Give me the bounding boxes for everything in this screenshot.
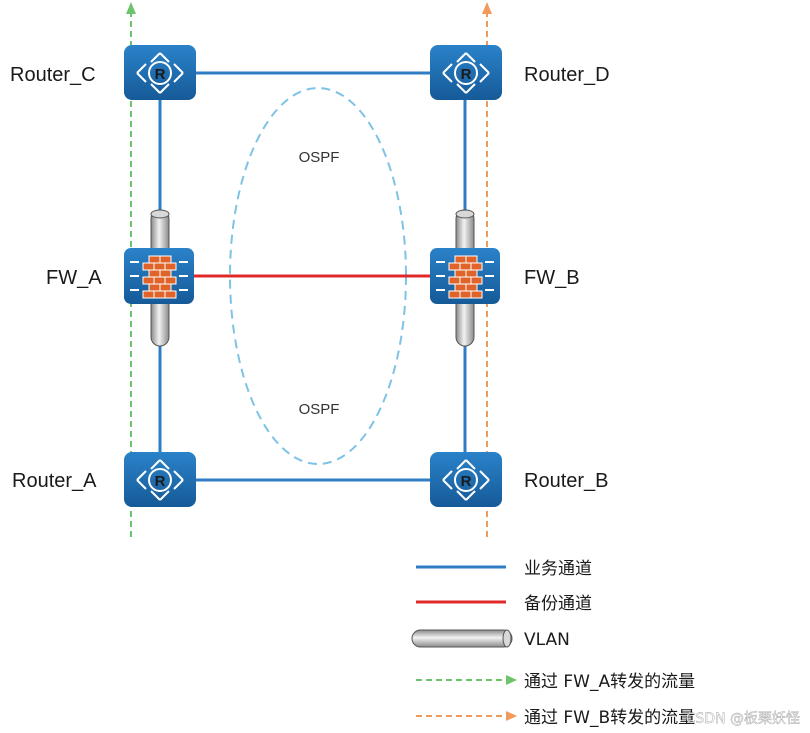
legend-business-label: 业务通道 [524, 559, 592, 579]
label-router-a: Router_A [12, 470, 97, 492]
legend-flow-fw-b-swatch [416, 711, 517, 721]
router-glyph: R [155, 66, 166, 83]
router-glyph: R [461, 473, 472, 490]
legend-backup-label: 备份通道 [524, 594, 592, 614]
legend-flow-fw-b-label: 通过 FW_B转发的流量 [524, 708, 695, 728]
router-a-icon[interactable]: R [124, 452, 196, 507]
firewall-b-icon[interactable] [430, 248, 500, 304]
legend-vlan-label: VLAN [524, 630, 570, 650]
firewall-a-icon[interactable] [124, 248, 194, 304]
ospf-label-top: OSPF [299, 149, 340, 166]
legend-flow-fw-a-label: 通过 FW_A转发的流量 [524, 672, 695, 692]
router-b-icon[interactable]: R [430, 452, 502, 507]
legend-flow-fw-a-swatch [416, 675, 517, 685]
label-fw-a: FW_A [46, 267, 102, 289]
label-router-b: Router_B [524, 470, 609, 492]
label-fw-b: FW_B [524, 267, 580, 289]
router-c-icon[interactable]: R [124, 45, 196, 100]
router-d-icon[interactable]: R [430, 45, 502, 100]
router-glyph: R [461, 66, 472, 83]
watermark: CSDN @板栗妖怪 [686, 711, 800, 727]
legend: 业务通道 备份通道 VLAN 通过 FW_A转发的流量 通过 FW_B转发的流量 [411, 559, 695, 728]
legend-vlan-swatch [411, 629, 513, 648]
label-router-c: Router_C [10, 64, 96, 86]
label-router-d: Router_D [524, 64, 610, 86]
ospf-label-bottom: OSPF [299, 401, 340, 418]
router-glyph: R [155, 473, 166, 490]
